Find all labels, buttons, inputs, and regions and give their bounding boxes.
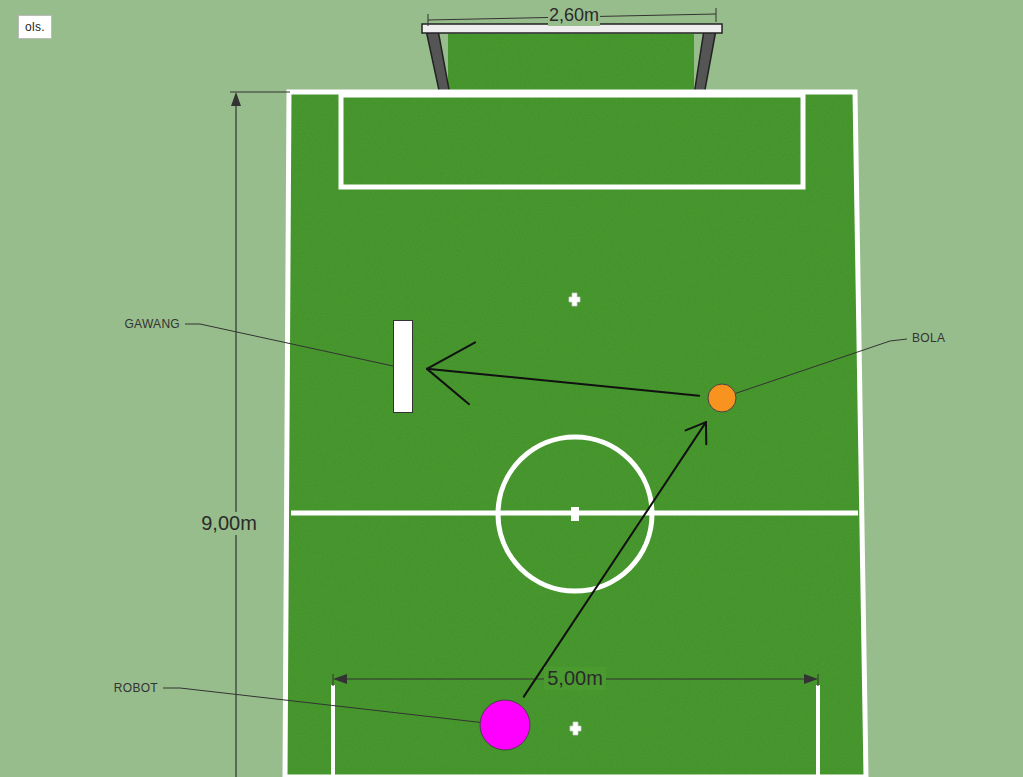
robot-circle-outline [479,699,531,751]
ball-circle [707,383,737,413]
callout-label: BOLA [912,331,945,345]
dimension-label: 2,60m [548,5,600,26]
dimension-label: 9,00m [200,512,258,535]
callout-label: GAWANG [124,317,180,331]
tooltip-label: ols. [18,15,52,39]
robot-circle [479,699,531,751]
goal-marker [393,320,413,413]
dimension-label: 5,00m [544,667,606,690]
ball-circle-outline [707,383,737,413]
callout-label: ROBOT [114,681,158,695]
movement-arrow [524,422,706,697]
movement-arrow [427,342,699,404]
